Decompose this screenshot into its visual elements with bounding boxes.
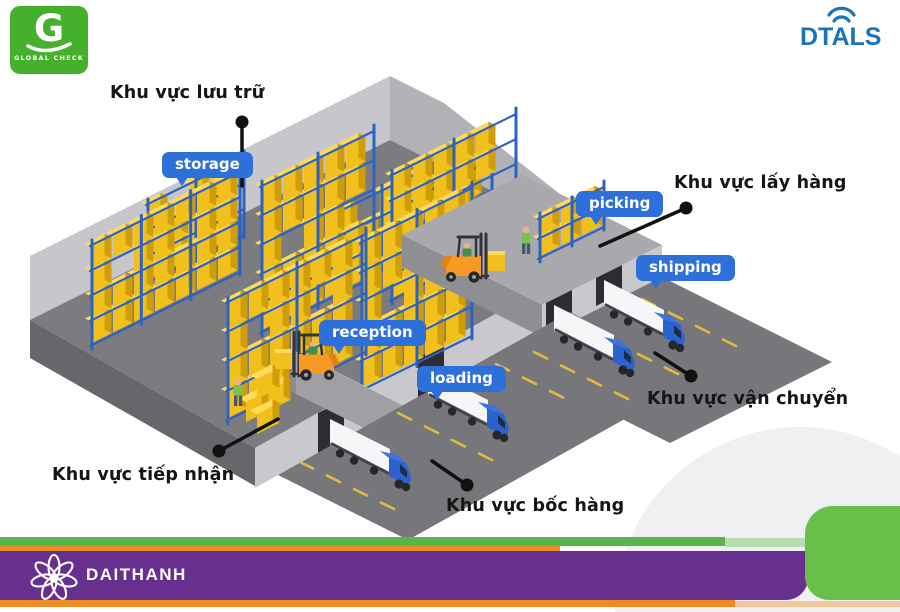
zone-tag-reception: reception: [319, 320, 426, 354]
global-check-logo: G GLOBAL CHECK: [10, 6, 88, 74]
trucks: [316, 273, 685, 492]
global-check-brand-text: GLOBAL CHECK: [13, 54, 85, 62]
zone-label-storage: Khu vực lưu trữ: [110, 83, 265, 103]
dtals-logo-graphic: DTALS: [800, 6, 881, 51]
background-circle: [615, 427, 900, 612]
zone-tag-loading: loading: [417, 366, 506, 400]
leaf-swoosh-icon: [26, 42, 72, 53]
zone-label-loading: Khu vực bốc hàng: [446, 496, 625, 516]
global-check-monogram: G: [33, 7, 65, 50]
zone-tag-storage: storage: [162, 152, 253, 186]
dtals-logo: DTALS: [799, 6, 891, 54]
signal-arc-icon: [832, 15, 851, 23]
signal-arc-icon: [827, 6, 856, 17]
zone-tag-shipping: shipping: [636, 255, 735, 289]
reception-area-items: [233, 330, 340, 434]
dtals-brand-text: DTALS: [800, 23, 881, 50]
zone-label-picking: Khu vực lấy hàng: [674, 173, 847, 193]
zone-tag-picking: picking: [576, 191, 664, 225]
zone-label-reception: Khu vực tiếp nhận: [52, 465, 235, 485]
zone-label-shipping: Khu vực vận chuyển: [647, 389, 849, 409]
